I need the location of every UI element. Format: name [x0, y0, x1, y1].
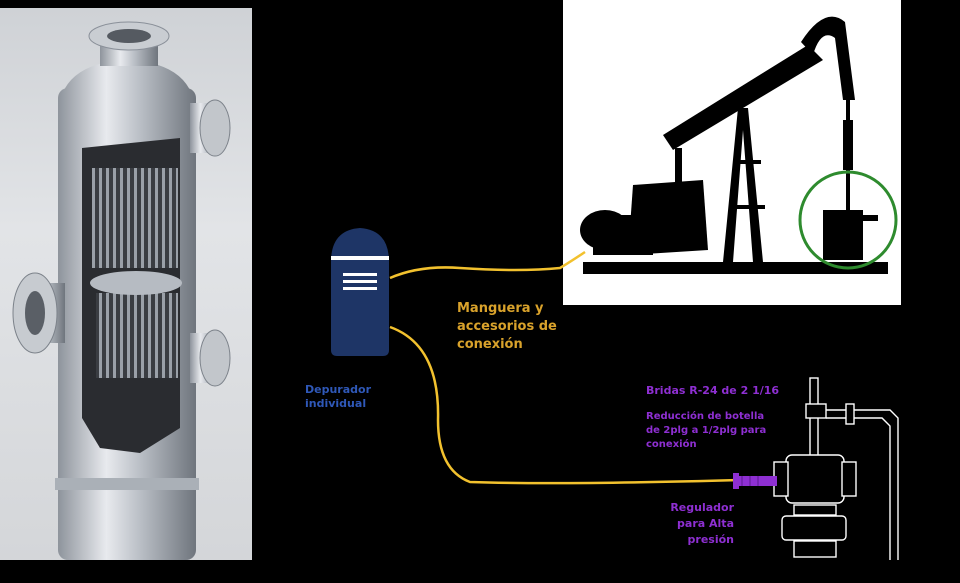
scrubber-icon	[331, 228, 389, 356]
vessel-illustration	[12, 21, 231, 560]
reduction-fitting	[733, 473, 777, 489]
hose-line-upper	[389, 250, 586, 280]
pumpjack-silhouette	[580, 16, 898, 274]
scrubber-vessel-image	[0, 8, 252, 560]
regulator-silhouette	[773, 377, 899, 560]
hose-label: Manguera y accesorios de conexión	[457, 301, 557, 352]
reduction-label: Reducción de botella de 2plg a 1/2plg pa…	[646, 411, 767, 450]
wellhead-highlight-circle	[798, 170, 898, 270]
scrubber-label: Depurador individual	[305, 383, 371, 410]
flanges-label: Bridas R-24 de 2 1/16	[646, 384, 780, 397]
hose-line-lower	[389, 325, 741, 485]
regulator-label: Regulador para Alta presión	[670, 501, 734, 546]
pumpjack-image	[563, 0, 901, 305]
